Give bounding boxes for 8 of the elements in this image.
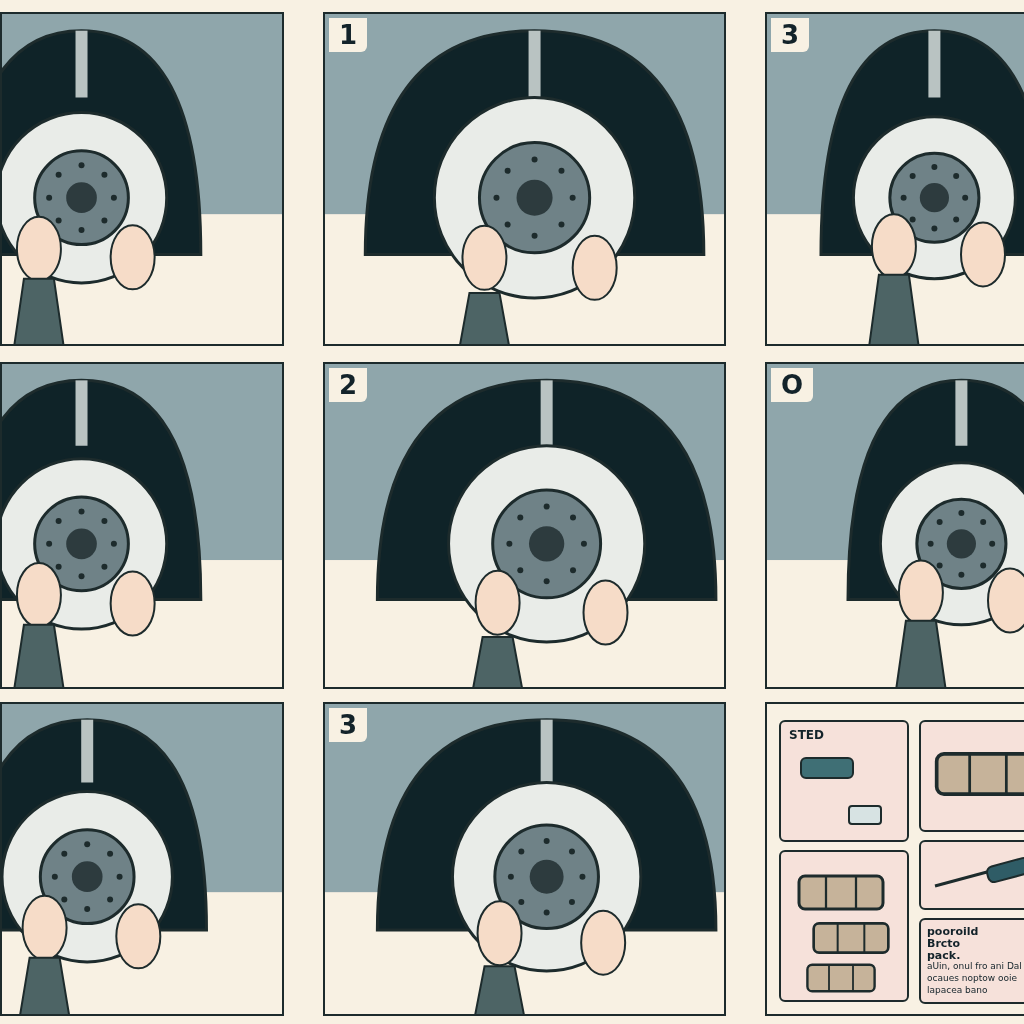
heading: STED bbox=[789, 728, 824, 742]
step-number: 1 bbox=[329, 18, 368, 52]
step-number: 3 bbox=[771, 18, 810, 52]
step-number: 3 bbox=[329, 708, 368, 742]
step-number: O bbox=[771, 368, 814, 402]
step-number: 2 bbox=[329, 368, 368, 402]
caption-heading: pooroild Brcto pack. bbox=[927, 926, 979, 962]
caption-text: aUin, onul fro ani Dal ocaues noptow ooie lapacea bano bbox=[927, 961, 1023, 996]
